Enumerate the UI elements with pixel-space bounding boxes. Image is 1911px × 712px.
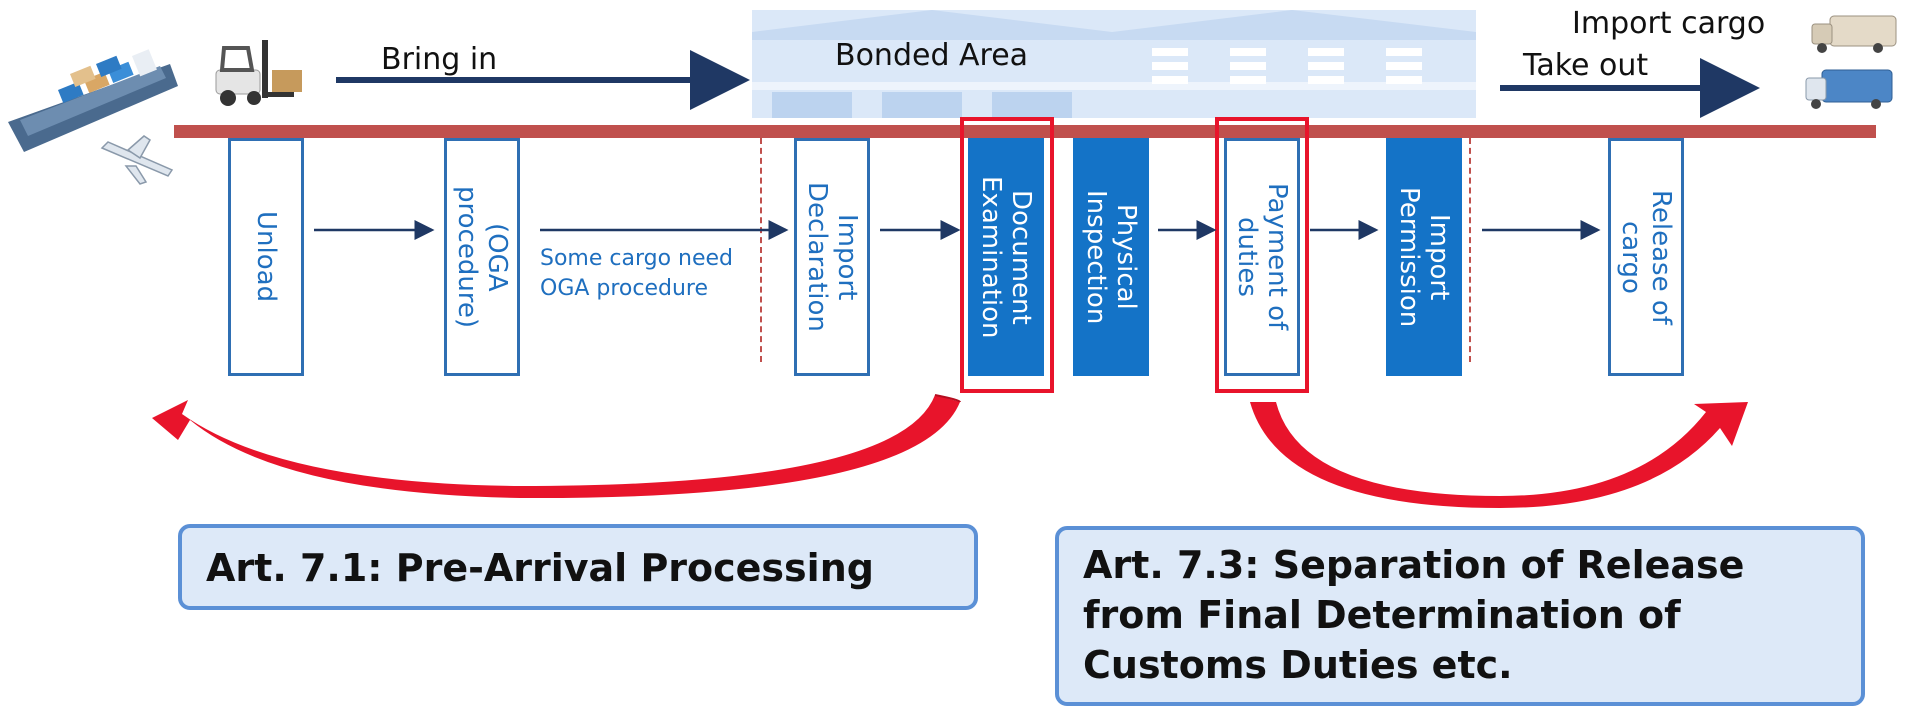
dashed-separator-left <box>760 138 762 362</box>
oga-note-line2: OGA procedure <box>540 276 709 301</box>
dashed-separator-right <box>1469 138 1471 362</box>
article-7-3-box: Art. 7.3: Separation of Release from Fin… <box>1055 526 1865 706</box>
bonded-area-boundary-line <box>174 125 1876 138</box>
step-physical-inspection: Physical Inspection <box>1073 138 1149 376</box>
step-import-declaration: Import Declaration <box>794 138 870 376</box>
cargo-ship-icon <box>8 49 178 152</box>
release-separation-curve-arrow <box>1250 402 1748 508</box>
article-7-1-box: Art. 7.1: Pre-Arrival Processing <box>178 524 978 610</box>
airplane-icon <box>100 135 174 185</box>
forklift-icon <box>215 40 302 106</box>
article-7-3-line2: from Final Determination of <box>1083 593 1681 637</box>
step-unload: Unload <box>228 138 304 376</box>
bonded-area-warehouse <box>752 10 1476 118</box>
import-cargo-label: Import cargo <box>1572 6 1766 41</box>
article-7-3-line1: Art. 7.3: Separation of Release <box>1083 543 1745 587</box>
highlight-document-examination <box>960 117 1054 393</box>
take-out-label: Take out <box>1523 48 1649 83</box>
step-oga-procedure: (OGA procedure) <box>444 138 520 376</box>
step-payment-of-duties: Payment of duties <box>1224 138 1300 376</box>
warehouse-icon <box>752 10 1476 118</box>
oga-note-line1: Some cargo need <box>540 246 734 271</box>
pre-arrival-curve-arrow <box>152 395 960 499</box>
step-document-examination: Document Examination <box>968 138 1044 376</box>
article-7-1-label: Art. 7.1: Pre-Arrival Processing <box>206 546 874 590</box>
article-7-3-line3: Customs Duties etc. <box>1083 643 1513 687</box>
bring-in-label: Bring in <box>381 42 498 77</box>
step-release-of-cargo: Release of cargo <box>1608 138 1684 376</box>
bonded-area-label: Bonded Area <box>835 38 1029 73</box>
oga-note: Some cargo need OGA procedure <box>540 244 733 304</box>
highlight-payment-of-duties <box>1215 117 1309 393</box>
step-import-permission: Import Permission <box>1386 138 1462 376</box>
trucks-icon <box>1805 15 1897 109</box>
